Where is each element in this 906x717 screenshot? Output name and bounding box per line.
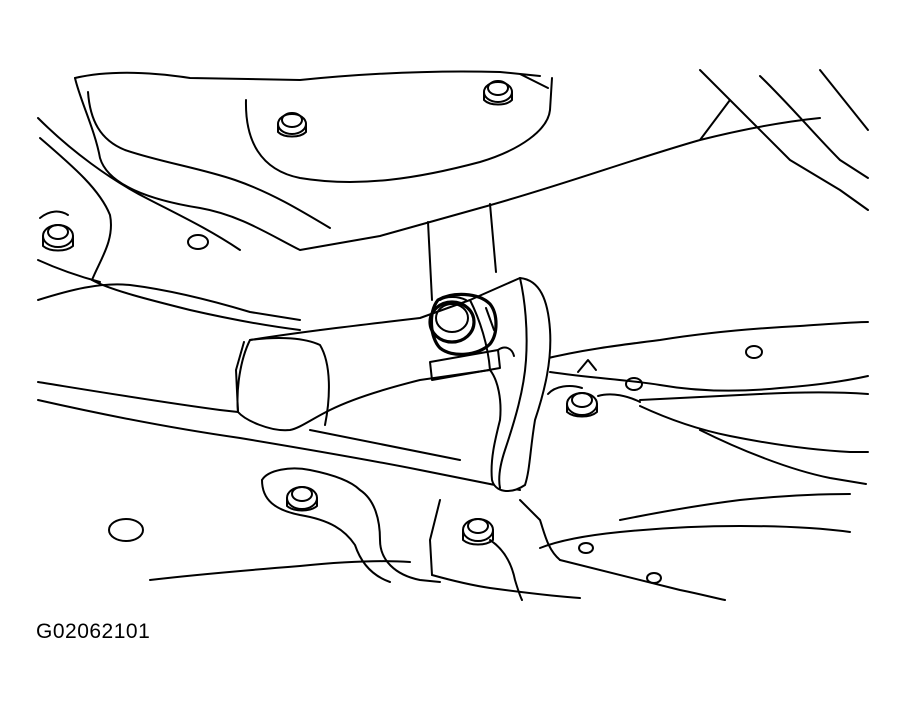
bolt-icon — [462, 518, 494, 542]
hole-icon — [625, 377, 643, 391]
hole-icon — [745, 345, 763, 359]
upper-case-bolts — [187, 80, 513, 250]
right-crossmember — [539, 321, 869, 485]
vertical-strut — [427, 203, 497, 301]
upper-case-outline — [74, 69, 869, 251]
bolt-icon — [281, 112, 303, 128]
hole-icon — [578, 542, 594, 554]
special-tool — [235, 277, 552, 492]
bolt-icon — [286, 486, 318, 510]
hole-icon — [646, 572, 662, 584]
left-side-member — [37, 117, 301, 331]
figure-code: G02062101 — [36, 620, 151, 643]
hole-icon — [108, 518, 144, 542]
bolt-icon — [291, 486, 313, 502]
bolt-icon — [566, 392, 598, 416]
bolt-icon — [467, 518, 489, 534]
lower-panel — [108, 467, 851, 601]
bolt-icon — [487, 80, 509, 96]
hole-icon — [187, 234, 209, 250]
plug-icon — [435, 303, 469, 333]
plug-icon — [428, 300, 476, 344]
bolt-icon — [47, 224, 69, 240]
bolt-icon — [571, 392, 593, 408]
drain-plug — [428, 292, 498, 356]
bolt-icon — [42, 224, 74, 248]
